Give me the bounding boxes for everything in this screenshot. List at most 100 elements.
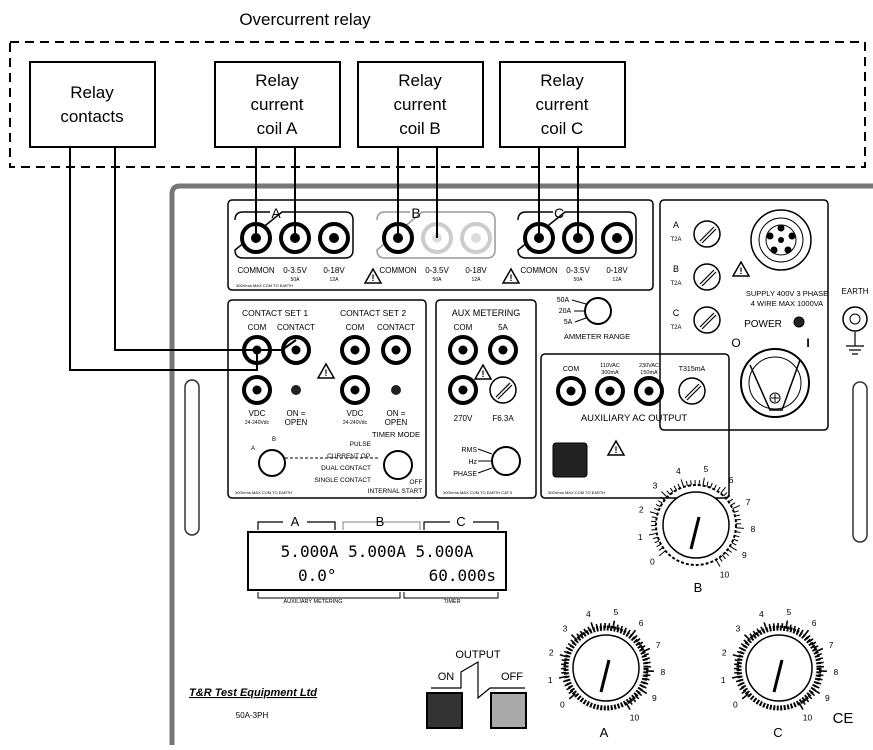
cs2-vdc-terminal[interactable] — [342, 377, 368, 403]
timer-mode-knob[interactable] — [384, 451, 412, 479]
svg-text:!: ! — [615, 445, 618, 455]
fuse-phase: B — [673, 264, 679, 274]
dial-tick-label: 5 — [787, 607, 792, 617]
dial-tick — [646, 671, 654, 672]
warning-icon: ! — [608, 441, 624, 455]
dial-tick-label: 1 — [638, 532, 643, 542]
aux-ac-110v-terminal[interactable] — [597, 378, 623, 404]
fuse-rating: T2A — [670, 237, 681, 243]
cs1-contact-label: CONTACT — [277, 323, 315, 332]
ammeter-range-selector[interactable]: 50A 20A 5A AMMETER RANGE — [557, 297, 630, 341]
internal-start-label: INTERNAL START — [368, 488, 422, 495]
aux-ac-com-terminal[interactable] — [558, 378, 584, 404]
block-line: current — [536, 95, 589, 114]
phase-letter: C — [554, 205, 564, 221]
earth-terminal[interactable] — [843, 307, 867, 331]
dial-tick — [744, 635, 750, 641]
block-line: current — [251, 95, 304, 114]
brand-name: T&R Test Equipment Ltd — [189, 687, 317, 699]
aux-ac-fuse-icon[interactable] — [679, 378, 705, 404]
dial-tick — [571, 635, 577, 641]
power-on-mark: I — [806, 336, 809, 350]
contact-set-1-title: CONTACT SET 1 — [242, 308, 308, 318]
aux-ac-label: 150mA — [640, 370, 658, 376]
phase-letter: A — [271, 205, 281, 221]
terminal-18v-b[interactable] — [462, 224, 490, 252]
cs2-on-open: ON = — [387, 409, 406, 418]
timer-option: DUAL CONTACT — [321, 465, 371, 472]
warning-icon: ! — [318, 364, 334, 378]
supply-line1: SUPPLY 400V 3 PHASE — [746, 289, 828, 298]
knob-mark: A — [251, 446, 255, 452]
timer-option: PULSE — [350, 441, 372, 448]
aux-ac-title: AUXILIARY AC OUTPUT — [581, 413, 687, 424]
power-switch[interactable] — [741, 349, 809, 417]
aux-270v-label: 270V — [454, 414, 473, 423]
common-label: COMMON — [520, 266, 558, 275]
aux-fuse-icon[interactable] — [490, 377, 516, 403]
aux-metering-title: AUX METERING — [452, 308, 521, 318]
dial-tick-label: 3 — [736, 623, 741, 633]
dial-tick-label: 1 — [721, 675, 726, 685]
dial-tick-label: 0 — [650, 557, 655, 567]
aux-270v-terminal[interactable] — [450, 377, 476, 403]
terminal-18v-c[interactable] — [603, 224, 631, 252]
dial-tick-label: 7 — [746, 497, 751, 507]
aux-ac-label: COM — [563, 366, 580, 373]
dial-tick — [736, 528, 744, 529]
dial-tick — [703, 478, 704, 486]
dial-tick — [732, 543, 736, 545]
dial-tick-label: 2 — [639, 504, 644, 514]
earth-note: 300Vrms MAX COM TO EARTH — [235, 490, 292, 495]
cs2-contact-terminal[interactable] — [383, 337, 409, 363]
svg-text:!: ! — [372, 273, 375, 283]
dial-tick — [655, 541, 660, 543]
dial-tick-label: 8 — [833, 667, 838, 677]
block-line: contacts — [60, 107, 123, 126]
cs1-vdc-terminal[interactable] — [244, 377, 270, 403]
cs2-com-label: COM — [346, 323, 365, 332]
cs2-on-open: OPEN — [385, 418, 408, 427]
cs2-contact-label: CONTACT — [377, 323, 415, 332]
dial-tick — [658, 501, 662, 504]
output-off-button[interactable] — [491, 693, 526, 728]
aux-5a-terminal[interactable] — [490, 337, 516, 363]
contact-selector-knob[interactable]: A B — [251, 437, 285, 476]
ce-mark: CE — [833, 710, 854, 727]
output-on-button[interactable] — [427, 693, 462, 728]
aux-ac-230v-terminal[interactable] — [636, 378, 662, 404]
dial-tick — [733, 505, 740, 508]
terminal-18v-a[interactable] — [320, 224, 348, 252]
aux-meter-knob[interactable] — [492, 447, 520, 475]
warning-icon: ! — [733, 262, 749, 276]
aux-com-terminal[interactable] — [450, 337, 476, 363]
dial-tick-label: 9 — [652, 693, 657, 703]
aux-ac-label: 230VAC — [639, 363, 659, 369]
supply-line2: 4 WIRE MAX 1000VA — [751, 299, 823, 308]
warning-icon: ! — [503, 269, 519, 283]
dial-tick — [650, 512, 658, 514]
display-bottom-label: AUXILIARY METERING — [283, 599, 342, 605]
aux-ac-switch[interactable] — [553, 443, 587, 477]
block-line: Relay — [255, 71, 299, 90]
cs2-com-terminal[interactable] — [342, 337, 368, 363]
cs1-led-icon — [291, 385, 301, 395]
dial-tick-label: 7 — [656, 640, 661, 650]
cs2-vdc-range: 24-240Vdc — [343, 420, 368, 426]
block-line: coil A — [257, 119, 298, 138]
output-off-label: OFF — [501, 671, 523, 683]
svg-text:!: ! — [325, 368, 328, 378]
brand-model: 50A-3PH — [236, 711, 269, 720]
timer-off-label: OFF — [410, 479, 423, 486]
dial-tick-label: 3 — [653, 480, 658, 490]
dial-tick-label: 1 — [548, 675, 553, 685]
relay-coil-a-block: Relay current coil A — [215, 62, 340, 147]
dial-tick-label: 3 — [563, 623, 568, 633]
warning-icon: ! — [475, 365, 491, 379]
dial-tick — [721, 487, 726, 493]
range-knob[interactable] — [585, 298, 611, 324]
lcd-line2: 0.0° — [298, 566, 337, 585]
ammeter-range-label: AMMETER RANGE — [564, 332, 630, 341]
display-labels-top: A B C — [258, 514, 498, 530]
